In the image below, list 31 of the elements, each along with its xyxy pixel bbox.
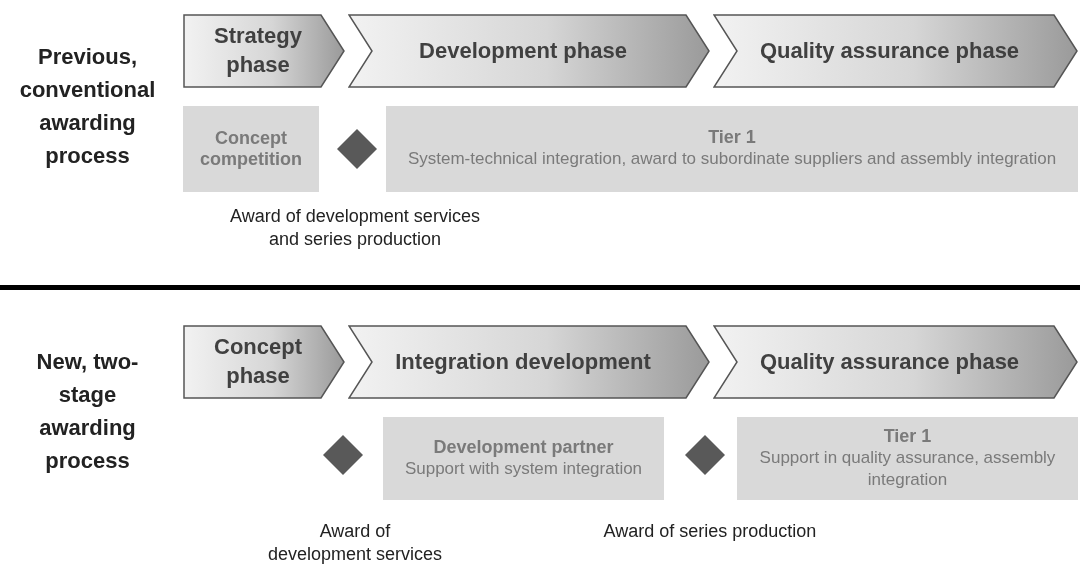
panel-heading: Tier 1 — [883, 425, 932, 447]
panel-heading: Concept competition — [199, 128, 303, 170]
phase-label: Concept phase — [213, 333, 303, 390]
diamond-marker — [685, 435, 725, 475]
info-panel — [737, 417, 1078, 500]
panel-text: System-technical integration, award to subordinate suppliers and assembly integration — [407, 148, 1057, 171]
panel-heading: Tier 1 — [708, 127, 756, 149]
phase-label: Development phase — [419, 36, 627, 65]
phase-band — [183, 14, 345, 88]
phase-band — [348, 325, 710, 399]
phase-label: Quality assurance phase — [759, 36, 1020, 65]
row-heading: Previous, conventional awarding process — [18, 43, 157, 170]
phase-label: Quality assurance phase — [759, 347, 1020, 376]
phase-band — [183, 325, 345, 399]
phase-label: Strategy phase — [212, 22, 303, 79]
phase-band — [713, 325, 1078, 399]
caption: Award of series production — [602, 520, 818, 543]
caption: Award of development services and series production — [229, 205, 481, 252]
info-panel — [383, 417, 664, 500]
caption: Award of development services — [267, 520, 443, 567]
diamond-marker — [337, 129, 377, 169]
panel-text: Support in quality assurance, assembly integration — [758, 446, 1057, 491]
phase-band — [348, 14, 710, 88]
panel-heading: Development partner — [433, 436, 614, 458]
panel-text: Support with system integration — [404, 457, 643, 480]
phase-band — [713, 14, 1078, 88]
info-panel — [183, 106, 319, 192]
diamond-marker — [323, 435, 363, 475]
row-heading: New, two-stage awarding process — [35, 348, 140, 475]
phase-label: Integration development — [395, 347, 651, 376]
info-panel — [386, 106, 1078, 192]
